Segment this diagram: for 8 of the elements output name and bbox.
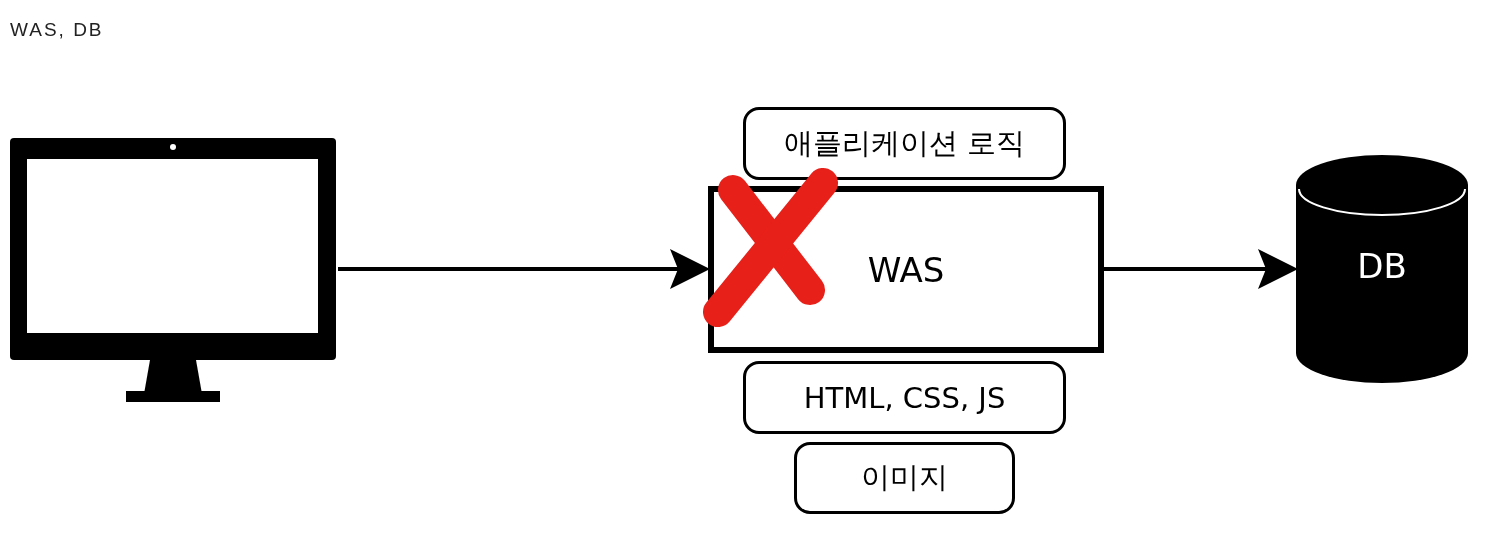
title: WAS, DB xyxy=(10,19,104,41)
arrow xyxy=(338,249,710,289)
monitor-drawing xyxy=(10,138,336,402)
process-box: 이미지 xyxy=(794,442,1015,514)
process-box: 애플리케이션 로직 xyxy=(743,107,1066,180)
arrow xyxy=(1104,249,1298,289)
database-cylinder: DB xyxy=(1296,155,1468,383)
process-box: HTML, CSS, JS xyxy=(743,361,1066,434)
